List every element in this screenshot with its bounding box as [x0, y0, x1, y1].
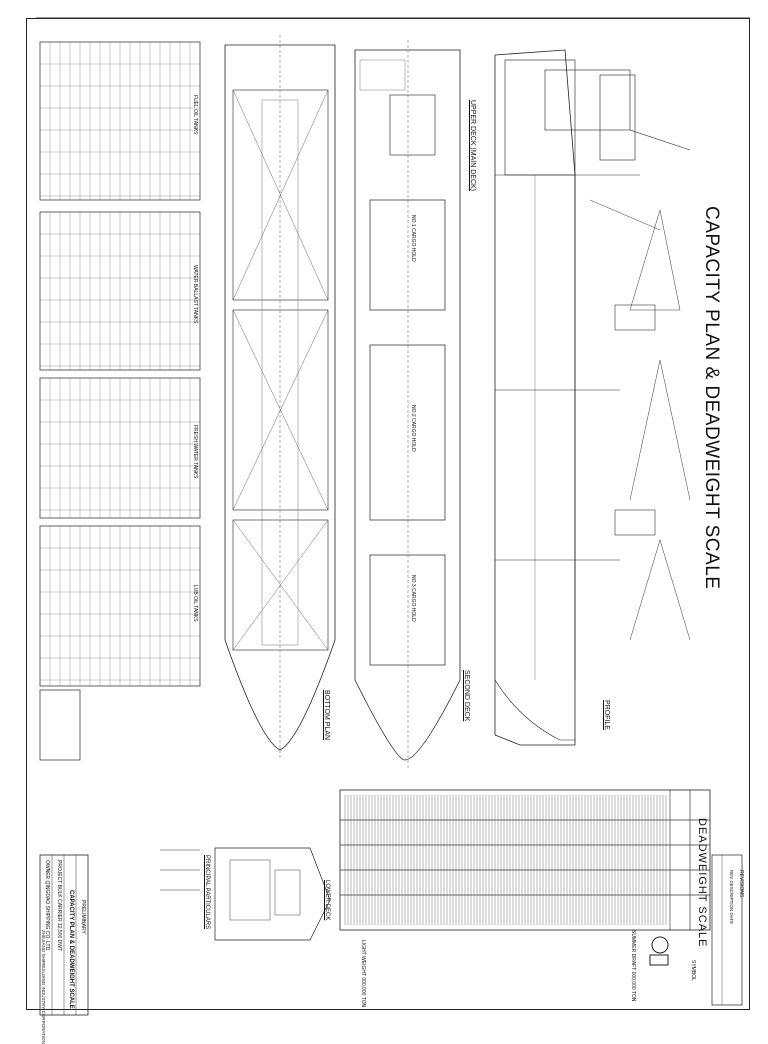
upper-deck-view [354, 40, 461, 770]
tank-heading-luboil: LUB OIL TANKS [192, 585, 198, 622]
scale-note-right: SUMMER DRAFT 000,000 TON [630, 930, 636, 1002]
principal-particulars-label: PRINCIPAL PARTICULARS [204, 855, 210, 930]
title-project: PROJECT BULK CARRIER 12,500 DWT [56, 860, 62, 952]
title-drawing-name: CAPACITY PLAN & DEADWEIGHT SCALE [68, 890, 74, 1009]
hold-label-no1: NO.1 CARGO HOLD [410, 215, 416, 262]
revision-header: REVISIONS [738, 870, 744, 898]
bottom-plan-view [224, 35, 336, 760]
tank-heading-ballast: WATER BALLAST TANKS [192, 265, 198, 324]
upper-deck-label: UPPER DECK (MAIN DECK) [469, 100, 476, 192]
profile-view [494, 49, 691, 746]
scale-note-left: LIGHT WEIGHT 000,000 TON [360, 940, 366, 1008]
second-deck-label: SECOND DECK [463, 670, 470, 722]
title-block [39, 854, 89, 1016]
profile-label: PROFILE [603, 700, 610, 730]
revision-block [711, 854, 743, 1006]
title-yard: ZHEJIANG SHIPBUILDING INDUSTRY CORPORATI… [41, 930, 46, 1044]
deadweight-scale [339, 789, 711, 931]
title-status: PRELIMINARY [80, 900, 86, 934]
deadweight-scale-title: DEADWEIGHT SCALE [696, 818, 708, 948]
hold-label-no3: NO.3 CARGO HOLD [410, 575, 416, 622]
tank-heading-freshwater: FRESH WATER TANKS [192, 425, 198, 479]
bottom-plan-label: BOTTOM PLAN [323, 690, 330, 741]
hold-label-no2: NO.2 CARGO HOLD [410, 405, 416, 452]
tank-heading-fuel: FUEL OIL TANKS [192, 95, 198, 135]
lower-deck-view [214, 847, 331, 941]
symbol-marker [649, 936, 669, 966]
revision-row: REV DESCRIPTION DATE [729, 870, 734, 925]
principal-particulars-box [160, 849, 200, 891]
lower-deck-label: LOWER DECK [324, 880, 330, 921]
legend-label: SYMBOL [690, 960, 696, 981]
